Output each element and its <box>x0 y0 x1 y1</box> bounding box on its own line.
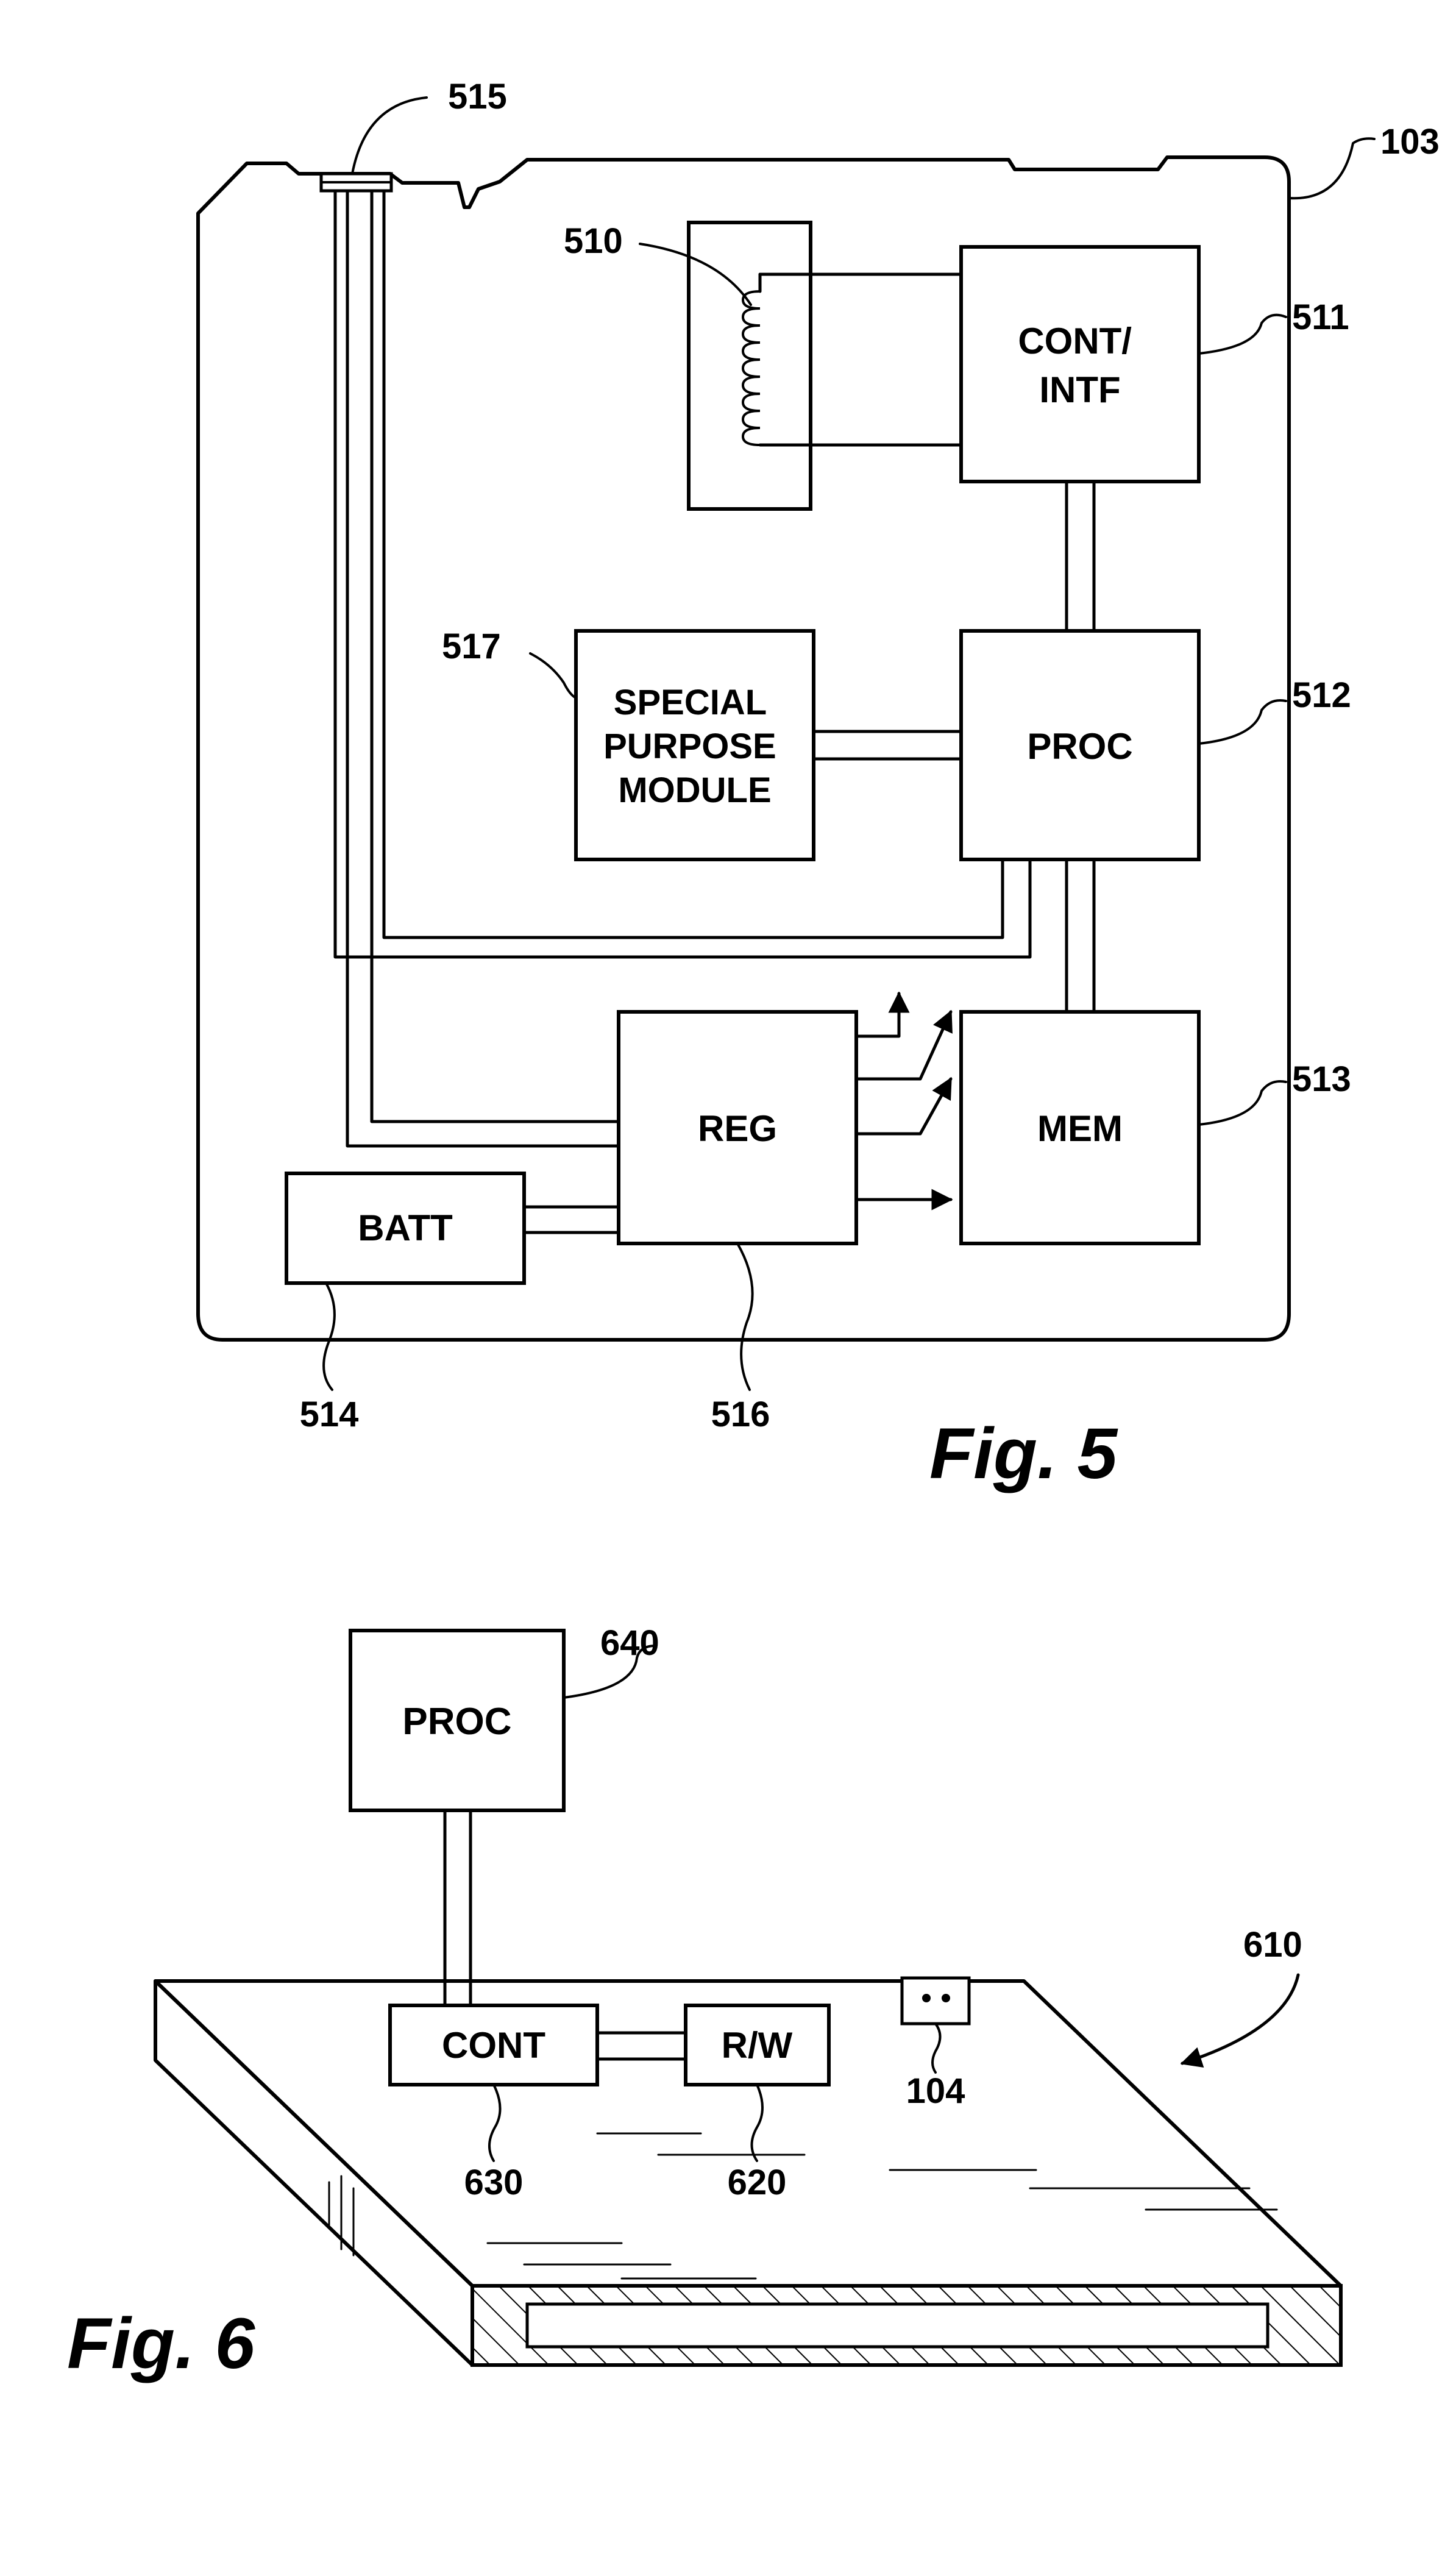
ref-515: 515 <box>448 77 507 116</box>
ref-513: 513 <box>1292 1059 1351 1099</box>
reg-label: REG <box>698 1108 777 1149</box>
batt-label: BATT <box>358 1208 453 1248</box>
drive-slot <box>527 2304 1268 2347</box>
mem-label: MEM <box>1037 1108 1123 1149</box>
fig5: CONT/ INTF PROC SPECIAL PURPOSE MODULE M… <box>198 77 1440 1494</box>
ref-104: 104 <box>906 2071 965 2111</box>
ref-103: 103 <box>1380 122 1440 162</box>
proc-label-fig6: PROC <box>402 1701 511 1743</box>
ref-640: 640 <box>600 1623 659 1663</box>
connector-104 <box>902 1978 969 2024</box>
ref-510: 510 <box>564 221 623 261</box>
rw-label: R/W <box>722 2025 793 2066</box>
ref-516: 516 <box>711 1395 770 1434</box>
ref-630: 630 <box>464 2163 524 2202</box>
proc-label-fig5: PROC <box>1027 726 1132 767</box>
ref-512: 512 <box>1292 675 1351 715</box>
special-purpose-label: SPECIAL PURPOSE MODULE <box>603 683 786 810</box>
ref-620: 620 <box>728 2163 787 2202</box>
fig6-caption: Fig. 6 <box>67 2303 256 2384</box>
ref-511: 511 <box>1292 297 1349 337</box>
ref-610: 610 <box>1243 1925 1302 1965</box>
ref-517: 517 <box>442 627 501 666</box>
fig5-caption: Fig. 5 <box>929 1414 1119 1494</box>
cont-intf-block <box>961 247 1199 482</box>
fig6: PROC CONT R/W 640 610 630 620 104 Fig. 6 <box>67 1623 1341 2384</box>
cont-label: CONT <box>442 2025 545 2066</box>
ref-514: 514 <box>300 1395 359 1434</box>
